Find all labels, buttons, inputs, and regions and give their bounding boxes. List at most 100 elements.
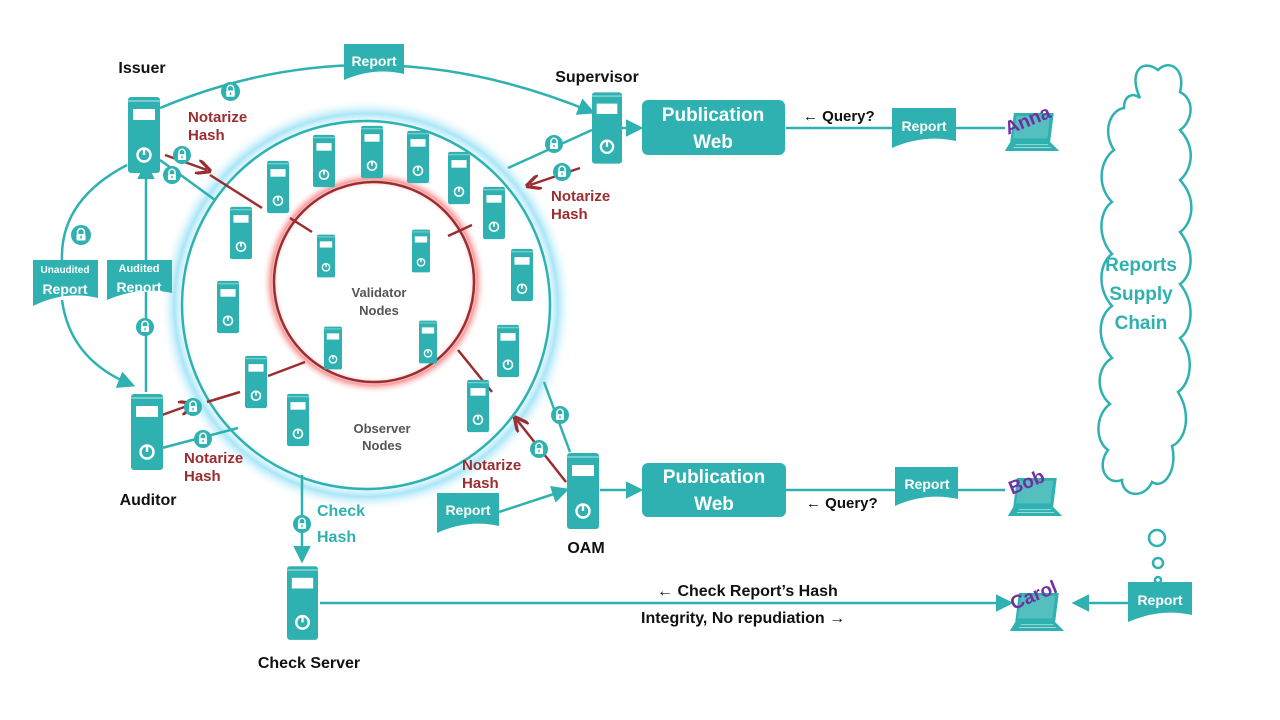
publication-text: Publication [663, 467, 765, 488]
lock-icon [551, 406, 569, 424]
notarize-supervisor-2: Hash [551, 206, 588, 223]
auditor-label: Auditor [120, 492, 177, 509]
cloud-label-1: Reports [1105, 255, 1177, 276]
observer-node [407, 129, 429, 185]
notarize-issuer-2: Hash [188, 127, 225, 144]
check-hash-label-2: Hash [317, 529, 356, 546]
audited-report-text: Report [116, 279, 161, 295]
supervisor-label: Supervisor [555, 69, 639, 86]
document-icon [437, 493, 499, 533]
observer-node [448, 150, 470, 206]
observer-node [267, 159, 289, 215]
audited-text: Audited [119, 263, 160, 275]
query-label-top: ← Query? [803, 108, 875, 125]
check-server-label: Check Server [258, 655, 360, 672]
oam-report-arrow [498, 486, 570, 514]
observer-node [497, 323, 519, 379]
report-carol: Report [1128, 582, 1192, 622]
notarize-oam-2: Hash [462, 475, 499, 492]
lock-icon [293, 515, 311, 533]
lock-icon [173, 146, 191, 164]
integrity-label: Integrity, No repudiation → [641, 610, 845, 627]
report-oam: Report [437, 493, 499, 533]
notarize-auditor-1: Notarize [184, 450, 243, 467]
publication-web-bottom: Publication Web [642, 463, 786, 517]
supervisor-server-icon [592, 91, 622, 165]
lock-icon [553, 163, 571, 181]
validator-node [419, 319, 437, 365]
lock-icon [545, 135, 563, 153]
unaudited-report-text: Report [42, 281, 87, 297]
thought-cloud-icon [1097, 64, 1193, 585]
lock-icon [163, 166, 181, 184]
observer-node [230, 205, 252, 261]
issuer-label: Issuer [118, 60, 165, 77]
notarize-supervisor-1: Notarize [551, 188, 610, 205]
lock-icon [194, 430, 212, 448]
publication-web-box [642, 100, 785, 155]
cloud-label-3: Chain [1115, 313, 1168, 334]
document-icon [1128, 582, 1192, 622]
oam-label: OAM [567, 540, 604, 557]
document-icon [892, 108, 956, 148]
report-anna: Report [892, 108, 956, 148]
observer-node [287, 392, 309, 448]
lock-icon [184, 398, 202, 416]
publication-text: Publication [662, 105, 764, 126]
audited-report: Audited Report [107, 260, 172, 300]
observer-node [245, 354, 267, 410]
web-text: Web [694, 494, 734, 515]
issuer-server-icon [128, 97, 160, 173]
validator-node [317, 233, 335, 279]
check-report-hash-label: ← Check Report’s Hash [657, 583, 838, 600]
observer-node [483, 185, 505, 241]
validator-node [412, 228, 430, 274]
auditor-validator-line-a [206, 390, 241, 404]
document-icon [895, 467, 958, 506]
validator-label-1: Validator [352, 285, 407, 300]
report-text: Report [445, 502, 490, 518]
query-label-bottom: ← Query? [806, 495, 878, 512]
validator-ring [272, 180, 476, 384]
unaudited-report: Unaudited Report [33, 260, 98, 306]
validator-label-2: Nodes [359, 303, 399, 318]
observer-node [217, 279, 239, 335]
web-text: Web [693, 132, 733, 153]
observer-node [511, 247, 533, 303]
notarize-auditor-2: Hash [184, 468, 221, 485]
lock-icon [530, 440, 548, 458]
observer-node [467, 378, 489, 434]
unaudited-to-auditor-line [60, 299, 136, 388]
observer-node [313, 133, 335, 189]
unaudited-text: Unaudited [41, 265, 90, 276]
lock-icon [136, 318, 154, 336]
observer-node [361, 124, 383, 180]
cloud-label-2: Supply [1109, 284, 1173, 305]
lock-icon [71, 225, 91, 245]
observer-ring [180, 119, 552, 491]
issuer-validator-line-a [209, 173, 263, 210]
auditor-server-icon [131, 393, 163, 471]
notarize-issuer-1: Notarize [188, 109, 247, 126]
issuer-to-unaudited-line [60, 163, 128, 261]
validator-node [324, 325, 342, 371]
report-bob: Report [895, 467, 958, 506]
auditor-validator-line-b [267, 360, 306, 378]
document-icon [344, 44, 404, 80]
report-issuer: Report [344, 44, 404, 80]
supervisor-validator-line [447, 223, 473, 238]
publication-web-box [642, 463, 786, 517]
document-icon [33, 260, 98, 306]
document-icon [107, 260, 172, 300]
observer-label-1: Observer [353, 421, 410, 436]
report-text: Report [351, 53, 396, 69]
oam-server-icon [567, 452, 599, 530]
report-text: Report [901, 118, 946, 134]
publication-web-top: Publication Web [642, 100, 785, 155]
check-server-icon [287, 565, 318, 641]
check-hash-label-1: Check [317, 503, 365, 520]
observer-label-2: Nodes [362, 438, 402, 453]
report-text: Report [904, 476, 949, 492]
report-text: Report [1137, 592, 1182, 608]
